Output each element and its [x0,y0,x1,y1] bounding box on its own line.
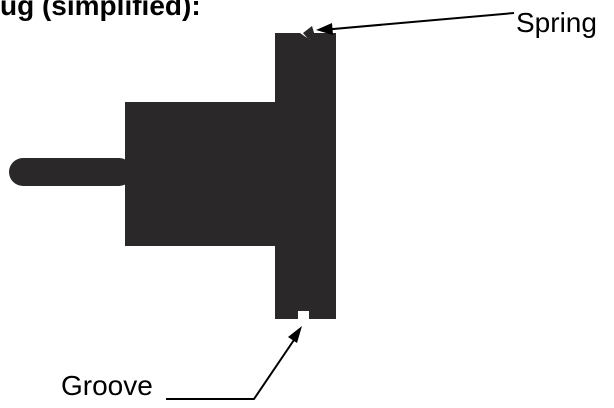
spring-arrowhead [316,23,333,35]
diagram-title: ug (simplified): [0,0,201,21]
groove-label: Groove [61,370,153,401]
plug-pin [9,158,133,186]
groove-notch [298,311,309,320]
spring-leader-line [321,12,515,31]
groove-arrowhead [288,326,302,343]
plug-body [125,102,279,246]
spring-tab [303,26,315,40]
groove-leader-line [166,333,299,400]
spring-label: Spring [516,7,597,38]
plug-head [275,33,336,319]
